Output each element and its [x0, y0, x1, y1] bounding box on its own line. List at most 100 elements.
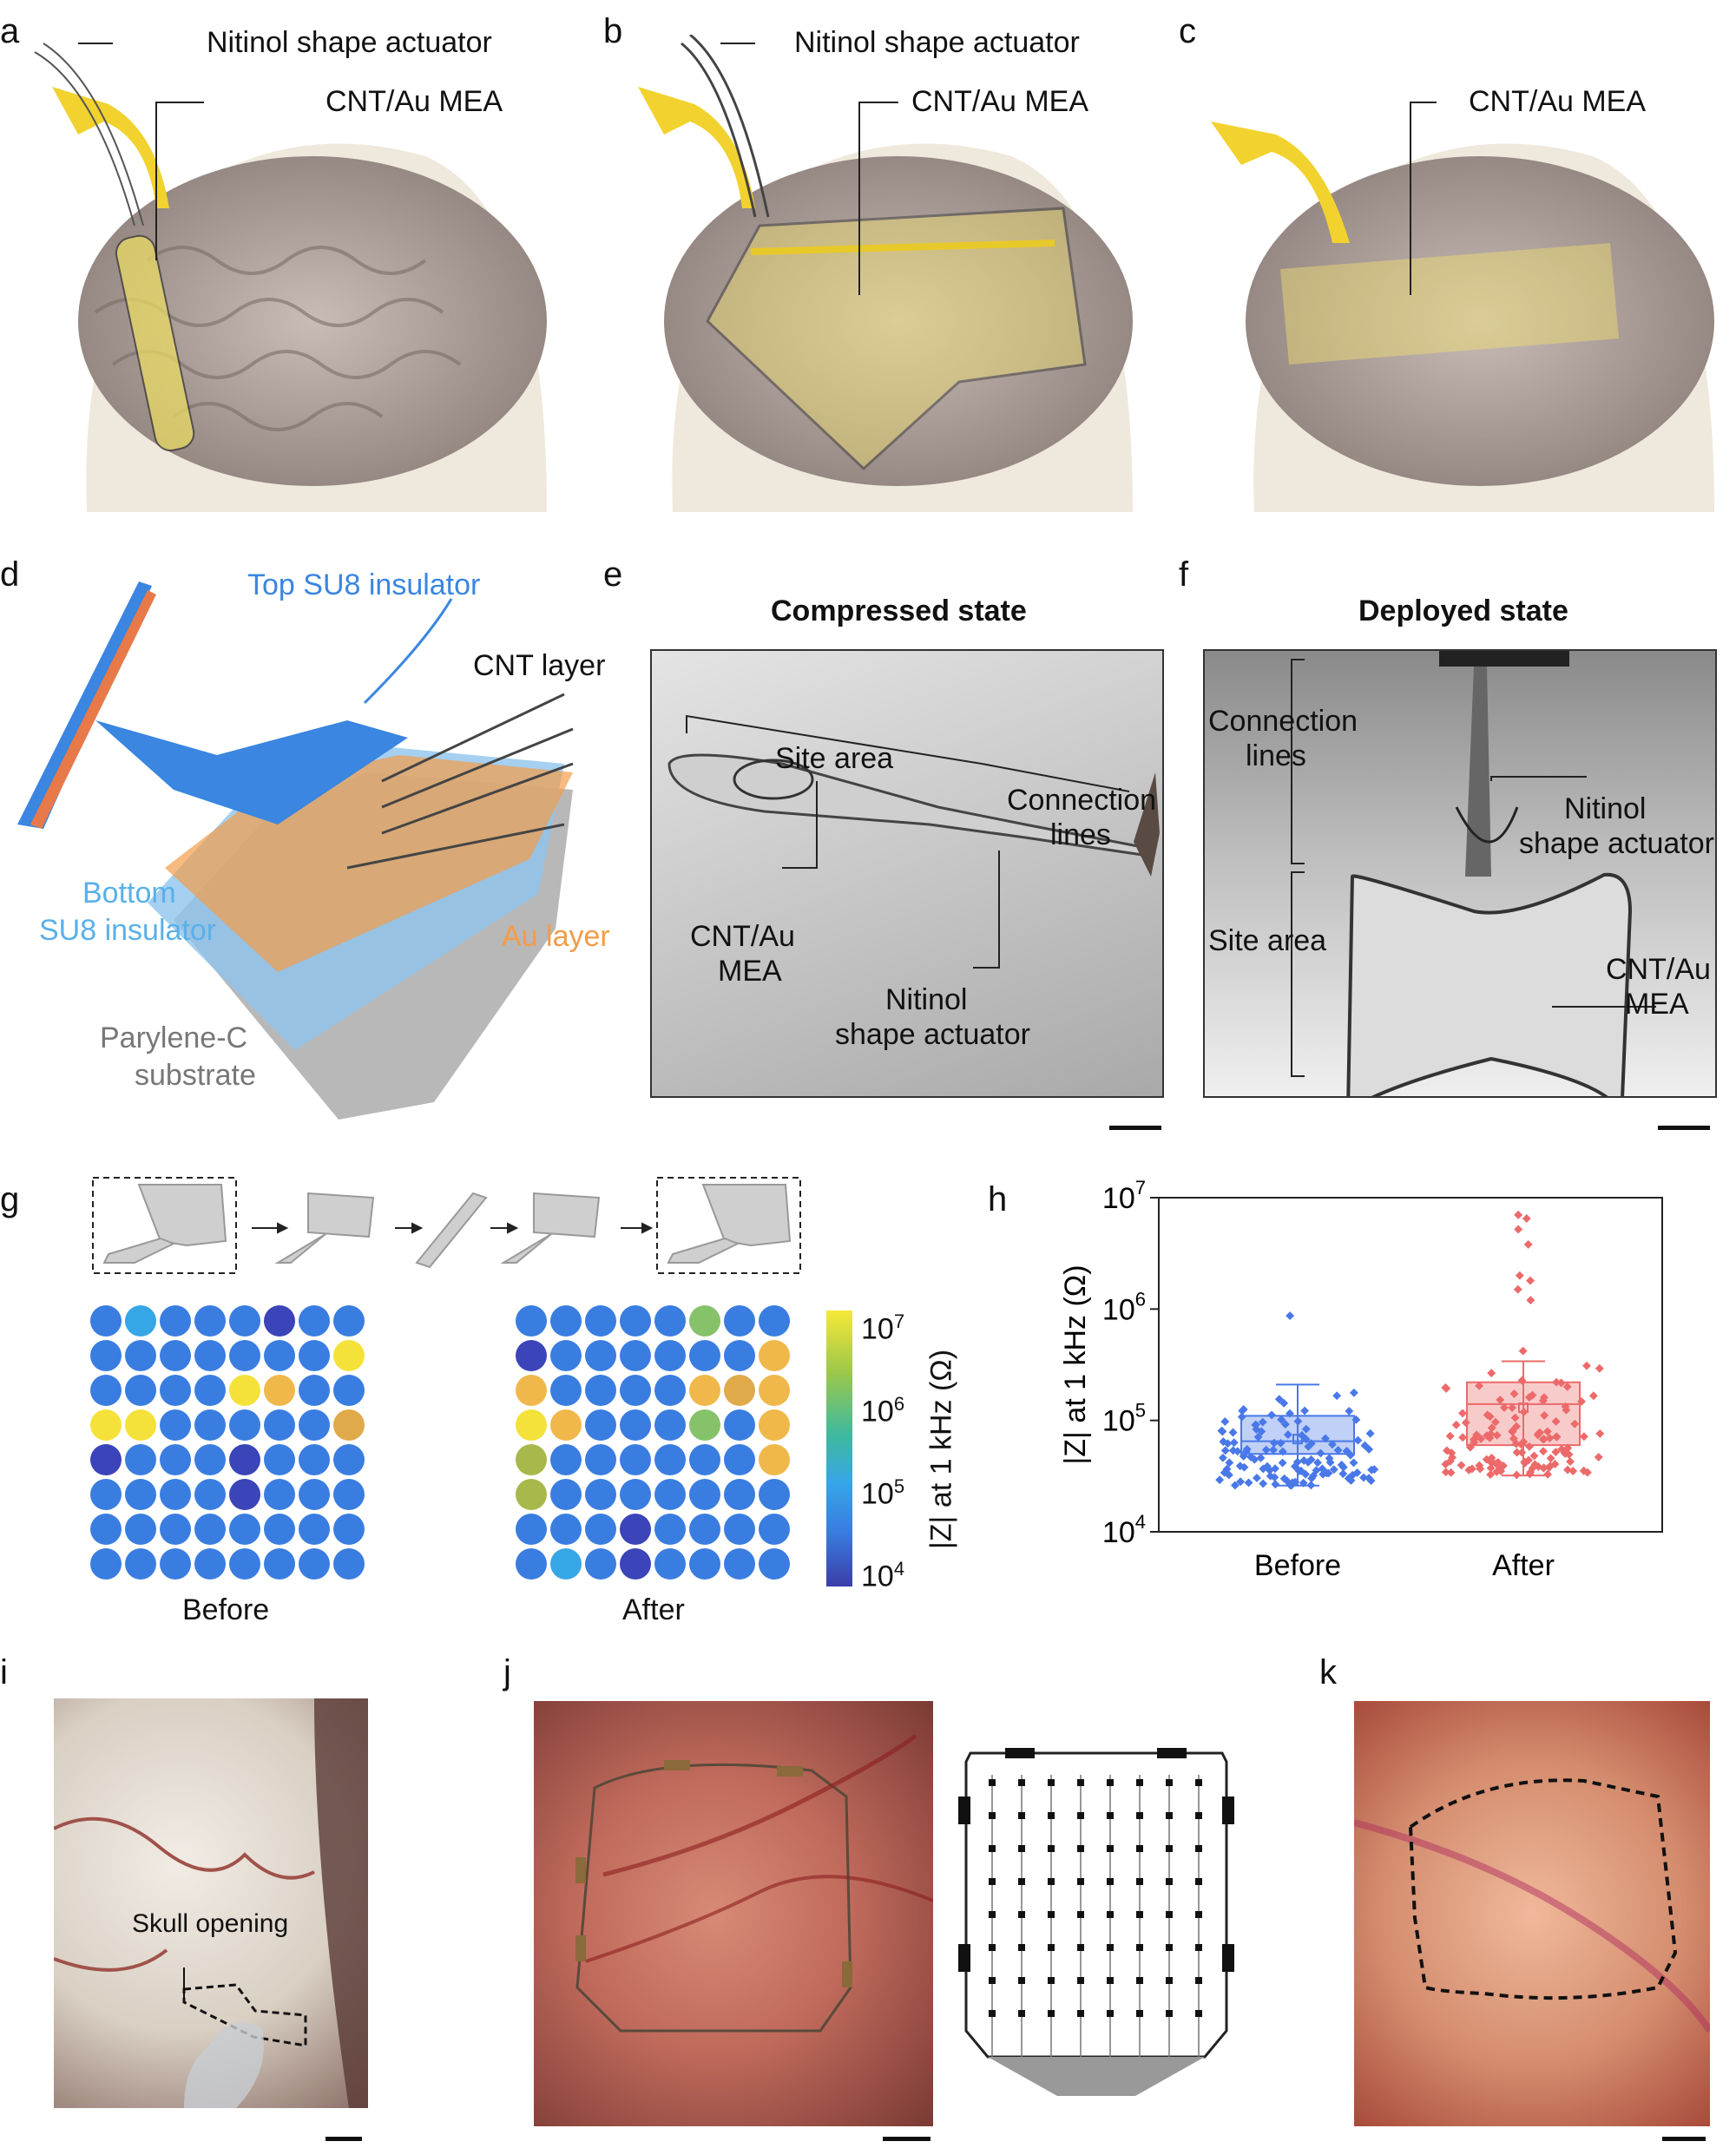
connector-pad-2	[1157, 1748, 1187, 1758]
data-point	[1297, 1430, 1306, 1440]
after-electrode-r7-c8	[759, 1514, 790, 1545]
data-point	[1539, 1463, 1549, 1473]
data-point	[1225, 1458, 1234, 1468]
panel-d-top-su8-label: Top SU8 insulator	[247, 568, 481, 601]
data-point	[1476, 1464, 1485, 1474]
before-electrode-r2-c4	[194, 1340, 226, 1371]
data-point	[1364, 1474, 1373, 1483]
after-electrode-r2-c5	[654, 1340, 686, 1371]
electrode-site	[1018, 1878, 1025, 1885]
data-point	[1349, 1388, 1358, 1397]
electrode-site	[1195, 1977, 1202, 1984]
after-electrode-r5-c3	[585, 1444, 616, 1475]
before-electrode-r8-c5	[229, 1548, 260, 1580]
before-electrode-r8-c2	[125, 1548, 156, 1580]
electrode-site	[1166, 1878, 1173, 1885]
electrode-site	[1077, 1911, 1084, 1918]
before-electrode-r1-c3	[160, 1305, 191, 1337]
panel-e-title: Compressed state	[771, 594, 1027, 627]
trace-bundle	[988, 2057, 1205, 2096]
panel-g-colorbar	[826, 1310, 852, 1586]
outlier-point	[1514, 1210, 1523, 1219]
before-electrode-r6-c7	[299, 1479, 330, 1510]
electrode-site	[1077, 1779, 1084, 1786]
panel-k-photo	[1354, 1701, 1710, 2126]
panel-e-connection-label-2: lines	[1050, 818, 1111, 851]
data-point	[1594, 1453, 1603, 1462]
data-point	[1290, 1462, 1299, 1471]
after-electrode-r6-c3	[585, 1479, 616, 1510]
electrode-site	[1136, 1779, 1143, 1786]
after-electrode-r8-c6	[689, 1548, 720, 1580]
y-axis-label: |Z| at 1 kHz (Ω)	[1059, 1264, 1092, 1464]
data-point	[1332, 1391, 1342, 1401]
after-electrode-r6-c6	[689, 1479, 720, 1510]
data-point	[1539, 1447, 1548, 1456]
data-point	[1517, 1448, 1527, 1457]
x-tick-label-after: After	[1492, 1549, 1555, 1582]
before-electrode-r8-c1	[90, 1548, 122, 1580]
after-electrode-r1-c5	[654, 1305, 686, 1337]
before-electrode-r8-c8	[333, 1548, 365, 1580]
data-point	[1215, 1475, 1225, 1485]
data-point	[1512, 1422, 1521, 1431]
data-point	[1228, 1428, 1238, 1437]
before-electrode-r4-c3	[160, 1409, 191, 1441]
before-electrode-r2-c7	[299, 1340, 330, 1371]
after-electrode-r4-c4	[620, 1409, 651, 1441]
data-point	[1476, 1434, 1486, 1443]
after-electrode-r7-c7	[724, 1514, 755, 1545]
before-electrode-r4-c4	[194, 1409, 226, 1441]
data-point	[1519, 1407, 1529, 1416]
data-point	[1520, 1458, 1529, 1468]
colorbar-tick-10e5: 105	[861, 1475, 905, 1511]
before-electrode-r6-c6	[264, 1479, 295, 1510]
data-point	[1579, 1432, 1588, 1442]
panel-g-deployment-sequence	[92, 1177, 801, 1274]
panel-f-connection-label-1: Connection	[1208, 705, 1358, 738]
data-point	[1312, 1466, 1321, 1475]
panel-j-electrode-layout	[958, 1748, 1234, 2096]
after-electrode-r3-c7	[724, 1375, 755, 1406]
panel-f-site-area-label: Site area	[1208, 924, 1327, 957]
panel-e-scale-bar	[1109, 1126, 1161, 1130]
after-electrode-r5-c7	[724, 1444, 755, 1475]
data-point	[1217, 1426, 1226, 1435]
after-electrode-r2-c2	[550, 1340, 582, 1371]
electrode-site	[1048, 1779, 1055, 1786]
outlier-point	[1286, 1311, 1295, 1321]
data-point	[1486, 1429, 1496, 1439]
connector-pad-5	[958, 1944, 970, 1972]
data-point	[1564, 1449, 1574, 1459]
after-electrode-r1-c4	[620, 1305, 651, 1337]
data-point	[1282, 1476, 1292, 1486]
after-electrode-r4-c6	[689, 1409, 720, 1441]
data-point	[1365, 1429, 1375, 1438]
after-electrode-r8-c4	[620, 1548, 651, 1580]
before-electrode-r8-c6	[264, 1548, 295, 1580]
outlier-point	[1523, 1239, 1533, 1249]
electrode-site	[989, 1878, 996, 1885]
data-point	[1256, 1453, 1266, 1462]
electrode-site	[1077, 1944, 1084, 1951]
data-point	[1253, 1474, 1261, 1482]
data-point	[1280, 1420, 1290, 1429]
data-point	[1300, 1406, 1310, 1416]
electrode-site	[989, 1812, 996, 1819]
before-electrode-r4-c1	[90, 1409, 122, 1441]
data-point	[1345, 1406, 1354, 1416]
data-point	[1535, 1428, 1544, 1437]
after-electrode-r8-c8	[759, 1548, 790, 1580]
colorbar-tick-10e6: 106	[861, 1393, 905, 1429]
data-point	[1360, 1441, 1370, 1450]
electrode-site	[1166, 1911, 1173, 1918]
electrode-site	[1195, 1911, 1202, 1918]
after-electrode-r3-c1	[516, 1375, 547, 1406]
panel-a-mea-label: CNT/Au MEA	[326, 85, 503, 118]
before-electrode-r5-c3	[160, 1444, 191, 1475]
panel-label-d: d	[0, 555, 20, 594]
box-before	[1215, 1311, 1379, 1490]
data-point	[1551, 1448, 1561, 1456]
data-point	[1218, 1453, 1227, 1462]
data-point	[1545, 1434, 1555, 1442]
